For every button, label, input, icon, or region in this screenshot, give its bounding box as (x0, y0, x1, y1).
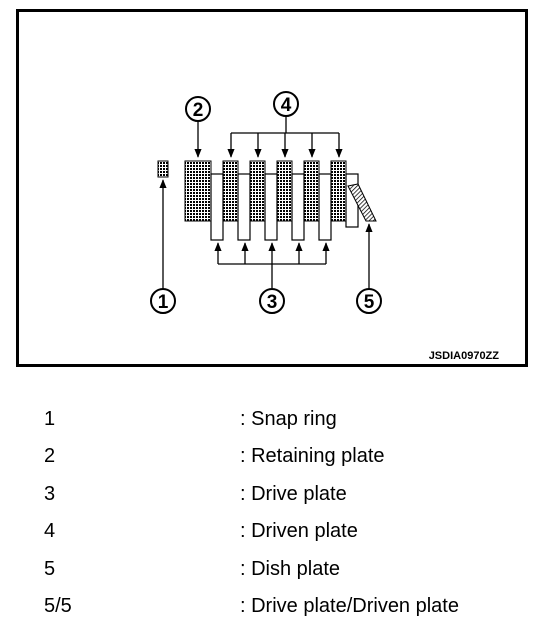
legend-description: : Drive plate/Driven plate (240, 594, 459, 617)
parts-legend: 1 : Snap ring 2 : Retaining plate 3 : Dr… (44, 404, 544, 628)
clutch-pack-diagram: 2 4 1 3 5 JSDIA0970ZZ (16, 9, 528, 367)
driven-plate (276, 160, 293, 222)
legend-number: 1 (44, 408, 56, 430)
drive-plate (318, 173, 332, 241)
legend-row: 4 : Driven plate (44, 516, 544, 553)
callout-3: 3 (259, 288, 285, 314)
leader-driven-plates (227, 116, 343, 158)
callout-label: 1 (158, 292, 169, 313)
callout-label: 2 (193, 100, 204, 121)
callout-1: 1 (150, 288, 176, 314)
legend-description: : Snap ring (240, 408, 337, 430)
legend-description: : Retaining plate (240, 445, 385, 468)
driven-plate (249, 160, 266, 222)
legend-number: 5 (44, 557, 56, 580)
drive-plate (264, 173, 278, 241)
legend-number: 2 (44, 445, 56, 468)
snap-ring (157, 160, 169, 178)
callout-5: 5 (356, 288, 382, 314)
drive-plate (291, 173, 305, 241)
driven-plate (222, 160, 239, 222)
legend-description: : Dish plate (240, 557, 341, 580)
legend-number: 4 (44, 520, 56, 543)
drive-plate (237, 173, 251, 241)
callout-label: 3 (267, 292, 278, 313)
legend-row: 2 : Retaining plate (44, 441, 544, 478)
callout-2: 2 (185, 96, 211, 122)
drive-plates (210, 173, 359, 241)
drive-plate (210, 173, 224, 241)
legend-row: 3 : Drive plate (44, 479, 544, 516)
leader-drive-plates (214, 242, 330, 288)
legend-row: 5 : Dish plate (44, 554, 544, 591)
driven-plate (330, 160, 347, 222)
callout-label: 5 (364, 292, 375, 313)
legend-number: 3 (44, 482, 56, 505)
callout-4: 4 (273, 91, 299, 117)
callout-label: 4 (281, 95, 292, 116)
figure-id: JSDIA0970ZZ (429, 350, 500, 362)
legend-description: : Drive plate (240, 482, 347, 505)
diagram-canvas: 2 4 1 3 5 JSDIA0970ZZ (16, 9, 528, 367)
driven-plate (303, 160, 320, 222)
legend-number: 5/5 (44, 594, 72, 617)
legend-row: 5/5 : Drive plate/Driven plate (44, 591, 544, 628)
legend-description: : Driven plate (240, 520, 358, 543)
dish-plate (347, 183, 377, 222)
retaining-plate (184, 160, 212, 222)
legend-row: 1 : Snap ring (44, 404, 544, 441)
